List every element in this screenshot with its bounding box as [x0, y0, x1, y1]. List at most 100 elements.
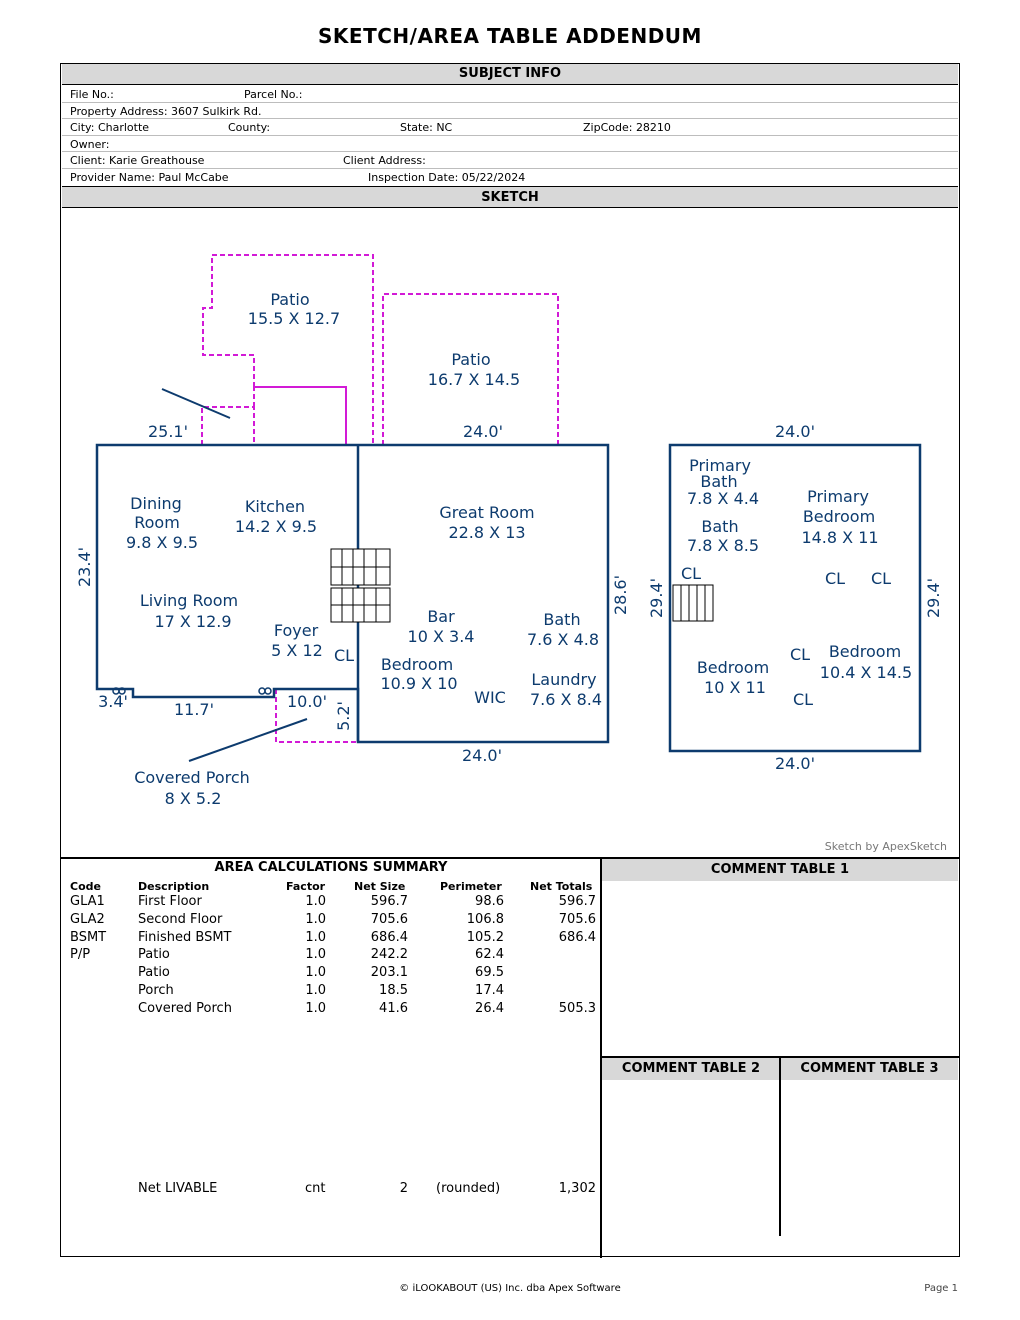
- bedroom-2-dim: 10 X 11: [704, 678, 766, 697]
- bath-2-label: Bath: [701, 517, 738, 536]
- comment-table-3-header: COMMENT TABLE 3: [781, 1058, 958, 1080]
- cell-description: Patio: [138, 947, 170, 963]
- kitchen-dim: 14.2 X 9.5: [235, 517, 317, 536]
- owner: Owner:: [70, 137, 110, 151]
- info-row-provider: Provider Name: Paul McCabe Inspection Da…: [62, 169, 958, 186]
- cell-factor: 1.0: [305, 983, 326, 998]
- wic-label: WIC: [474, 688, 506, 707]
- cell-perimeter: 62.4: [475, 947, 504, 963]
- calc-comment-divider: [600, 858, 602, 1258]
- bath-2-dim: 7.8 X 8.5: [687, 536, 759, 555]
- bedroom-3-label: Bedroom: [829, 642, 901, 661]
- cell-perimeter: 98.6: [475, 894, 504, 909]
- cell-code: BSMT: [70, 929, 107, 945]
- patio-2-label: Patio: [451, 350, 490, 369]
- great-room-dim: 22.8 X 13: [448, 523, 525, 542]
- cell-code: P/P: [70, 947, 91, 963]
- dim-10-0: 10.0': [287, 692, 327, 711]
- stairs-second-floor: [672, 584, 714, 622]
- foyer-cl: CL: [334, 646, 354, 665]
- net-livable-row: Net LIVABLE cnt 2 (rounded) 1,302: [62, 1181, 600, 1199]
- floor-plan-sketch: Patio 15.5 X 12.7 Patio 16.7 X 14.5 25.1…: [75, 254, 947, 853]
- dim-11-7: 11.7': [174, 700, 214, 719]
- cell-net-size: 686.4: [370, 929, 408, 945]
- kitchen-label: Kitchen: [245, 497, 305, 516]
- col-code: Code: [70, 880, 101, 893]
- door-symbols: [112, 687, 272, 695]
- cell-perimeter: 105.2: [466, 929, 504, 945]
- primary-bath-label-1: Primary: [689, 456, 751, 475]
- cell-factor: 1.0: [305, 929, 326, 945]
- cell-net-totals: 596.7: [558, 894, 596, 909]
- cell-code: GLA1: [70, 894, 105, 909]
- info-row-client: Client: Karie Greathouse Client Address:: [62, 152, 958, 169]
- great-room-label: Great Room: [439, 503, 534, 522]
- area-calc-title: AREA CALCULATIONS SUMMARY: [214, 860, 448, 875]
- closet-label-a: CL: [681, 564, 701, 583]
- cell-perimeter: 69.5: [475, 965, 504, 981]
- col-description: Description: [138, 880, 210, 893]
- bedroom-1-label: Bedroom: [381, 655, 453, 674]
- cell-description: Covered Porch: [138, 1000, 232, 1016]
- dining-dim: 9.8 X 9.5: [126, 533, 198, 552]
- city: City: Charlotte: [70, 121, 150, 134]
- area-calc-header-row: Code Description Factor Net Size Perimet…: [62, 880, 600, 894]
- patio-leader-line: [161, 388, 231, 419]
- cell-factor: 1.0: [305, 1000, 326, 1016]
- cell-description: Porch: [138, 983, 174, 998]
- cell-description: First Floor: [138, 894, 202, 909]
- cell-factor: 1.0: [305, 965, 326, 981]
- laundry-label: Laundry: [531, 670, 596, 689]
- net-livable-rounded: (rounded): [436, 1181, 501, 1196]
- net-livable-total: 1,302: [558, 1181, 596, 1196]
- bar-label: Bar: [427, 607, 455, 626]
- net-livable-cnt: cnt: [305, 1181, 326, 1196]
- footer-page: Page 1: [924, 1283, 958, 1294]
- bedroom-2-label: Bedroom: [697, 658, 769, 677]
- patio-1-dim: 15.5 X 12.7: [248, 309, 340, 328]
- cell-factor: 1.0: [305, 947, 326, 963]
- dim-28-6: 28.6': [611, 575, 630, 615]
- first-floor-walls: [95, 443, 610, 744]
- living-room-dim: 17 X 12.9: [154, 612, 231, 631]
- sketch-credit: Sketch by ApexSketch: [825, 840, 947, 853]
- page-title: SKETCH/AREA TABLE ADDENDUM: [318, 24, 702, 48]
- info-row-file: File No.: Parcel No.:: [62, 86, 958, 103]
- cell-net-totals: 505.3: [558, 1000, 596, 1016]
- comment-table-1-header: COMMENT TABLE 1: [602, 859, 958, 881]
- area-calc-row: P/P Patio 1.0 242.2 62.4: [62, 947, 600, 964]
- info-row-address: Property Address: 3607 Sulkirk Rd.: [62, 103, 958, 119]
- cell-net-totals: 705.6: [558, 911, 596, 927]
- closet-label-d: CL: [790, 645, 810, 664]
- primary-bath-label-2: Bath: [700, 472, 737, 491]
- subject-info-header: SUBJECT INFO: [62, 64, 958, 85]
- addendum-frame: [60, 63, 960, 1257]
- dim-29-4-left: 29.4': [647, 578, 666, 618]
- dim-24-bottom-second: 24.0': [775, 754, 815, 773]
- patio-1-outline-main: [253, 386, 347, 445]
- cell-description: Finished BSMT: [138, 929, 232, 945]
- cell-net-size: 596.7: [370, 894, 408, 909]
- laundry-dim: 7.6 X 8.4: [530, 690, 602, 709]
- cell-perimeter: 17.4: [475, 983, 504, 998]
- stairs-first-floor: [330, 548, 391, 623]
- cell-net-size: 242.2: [370, 947, 408, 963]
- bath-label: Bath: [543, 610, 580, 629]
- county: County:: [228, 121, 271, 134]
- primary-bedroom-label-2: Bedroom: [803, 507, 875, 526]
- cell-factor: 1.0: [305, 911, 326, 927]
- foyer-dim: 5 X 12: [271, 641, 323, 660]
- cell-net-size: 203.1: [370, 965, 408, 981]
- footer-copyright: © iLOOKABOUT (US) Inc. dba Apex Software: [399, 1283, 621, 1294]
- cell-code: GLA2: [70, 911, 105, 927]
- closet-label-b: CL: [825, 569, 845, 588]
- client: Client: Karie Greathouse: [70, 154, 205, 167]
- provider-name: Provider Name: Paul McCabe: [70, 170, 229, 184]
- info-row-city: City: Charlotte County: State: NC ZipCod…: [62, 119, 958, 136]
- dim-24-top-second: 24.0': [775, 422, 815, 441]
- dining-label-1: Dining: [130, 494, 182, 513]
- state: State: NC: [400, 121, 453, 134]
